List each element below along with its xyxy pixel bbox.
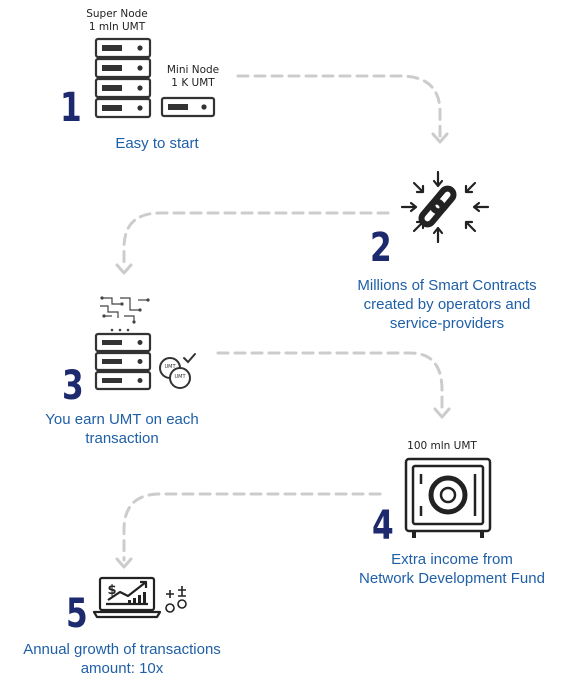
laptop-dollar-sign: $: [107, 583, 117, 598]
coin-label-2: UMT: [174, 374, 186, 380]
step-caption-3-line-1: You earn UMT on each: [45, 411, 199, 428]
arrowhead-3: [433, 407, 451, 419]
fund-amount: 100 mln UMT: [407, 440, 477, 452]
step-caption-4: Extra income from Network Development Fu…: [340, 550, 564, 588]
connector-1-2: [236, 74, 442, 138]
step-caption-2: Millions of Smart Contracts created by o…: [330, 276, 564, 333]
connector-4-5: [122, 492, 382, 562]
super-node-label: Super Node 1 mln UMT: [78, 8, 156, 34]
step-caption-5-line-2: amount: 10x: [80, 660, 164, 677]
step-caption-5: Annual growth of transactions amount: 10…: [4, 640, 240, 678]
step-caption-4-line-1: Extra income from: [391, 551, 513, 568]
step-number-4: 4: [372, 503, 394, 549]
step-caption-5-line-1: Annual growth of transactions: [23, 641, 221, 658]
step-number-3: 3: [62, 363, 84, 409]
step-caption-2-line-2: created by operators and: [363, 296, 531, 313]
connector-2-3: [122, 211, 390, 268]
arrowhead-2: [115, 263, 133, 275]
step-number-2: 2: [370, 225, 392, 271]
step-caption-1: Easy to start: [115, 135, 199, 152]
mini-node-amount: 1 K UMT: [171, 77, 215, 89]
step-caption-4-line-2: Network Development Fund: [359, 570, 545, 587]
step-caption-2-line-3: service-providers: [389, 315, 505, 332]
step-number-5: 5: [66, 591, 88, 637]
super-node-title: Super Node: [86, 8, 148, 20]
step-caption-2-line-1: Millions of Smart Contracts: [357, 277, 537, 294]
coin-label-1: UMT: [164, 364, 176, 370]
arrowhead-1: [431, 132, 449, 144]
connector-3-4: [216, 351, 444, 412]
step-number-1: 1: [60, 85, 82, 131]
step-caption-3-line-2: transaction: [85, 430, 159, 447]
super-node-amount: 1 mln UMT: [88, 21, 146, 33]
step-caption-3: You earn UMT on each transaction: [14, 410, 230, 448]
mini-node-title: Mini Node: [166, 64, 220, 76]
arrowhead-4: [115, 557, 133, 569]
mini-node-label: Mini Node 1 K UMT: [156, 64, 230, 90]
